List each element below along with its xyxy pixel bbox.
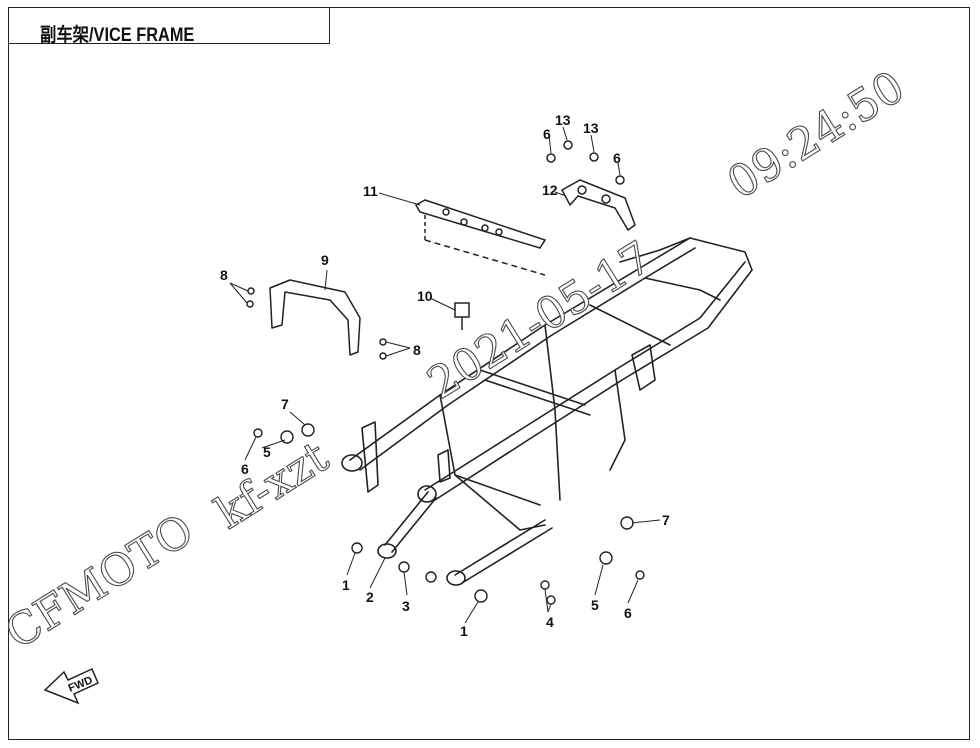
part-10-clip [454,302,470,330]
callout-2: 2 [366,589,374,605]
side-bracket [437,449,451,483]
strut-end-left [377,543,397,559]
lower-cross [454,474,541,506]
cross-member-1b [484,379,591,416]
watermark-time: 09:24:50 [719,61,914,209]
rear-side-bracket [631,344,656,391]
watermark: CFMOTO kf-xzt 2021-05-17 09:24:50 [0,61,914,660]
watermark-date: 2021-05-17 [419,232,661,410]
watermark-brand: CFMOTO [0,504,203,659]
rear-loop [689,237,753,271]
front-right-mount [417,485,437,503]
right-strut [454,519,546,576]
watermark-user: kf-xzt [207,431,338,539]
callout-7a: 7 [281,396,289,412]
callout-5a: 5 [263,444,271,460]
cross-member-1 [479,369,586,406]
title-box: 副车架/VICE FRAME [8,7,330,46]
callout-8b: 8 [413,342,421,358]
callout-1b: 1 [460,623,468,639]
left-strut-b [391,497,437,553]
right-strut-b [461,527,553,584]
callout-13a: 13 [555,112,571,128]
callout-8a: 8 [220,267,228,283]
callout-1a: 1 [342,577,350,593]
diagram-border [8,7,970,740]
callout-10: 10 [417,288,433,304]
left-upper-rail-inner [359,247,696,471]
page-title: 副车架/VICE FRAME [40,25,195,46]
fwd-arrow-icon [43,667,99,705]
callout-9: 9 [321,252,329,268]
front-bracket [361,421,379,493]
front-left-mount [341,454,363,472]
right-down-tube [609,369,626,471]
part-12-bracket [546,140,636,232]
callout-4: 4 [546,614,554,630]
strut-end-right [446,570,466,586]
rear-bracket-upper [619,237,691,263]
frame-drawing [341,237,753,586]
callout-5b: 5 [591,597,599,613]
right-upper-rail-inner [434,269,753,501]
callout-3: 3 [402,598,410,614]
callout-6b: 6 [624,605,632,621]
part-11-plate [414,199,547,276]
leader-lines [229,126,661,624]
callout-numbers: 1 1 2 3 4 5 5 6 6 6 6 7 7 8 8 9 10 11 12… [220,112,670,639]
callout-13b: 13 [583,120,599,136]
callout-12: 12 [542,182,558,198]
callout-6c: 6 [543,126,551,142]
cross-member-2 [589,304,671,346]
center-down-tube [544,324,561,501]
callout-7b: 7 [662,512,670,528]
callout-6a: 6 [241,461,249,477]
callout-6d: 6 [613,150,621,166]
fwd-arrow: FWD [43,667,99,705]
rear-cross-bar [644,277,721,301]
part-9-bracket [246,279,387,360]
callout-11: 11 [363,183,378,199]
